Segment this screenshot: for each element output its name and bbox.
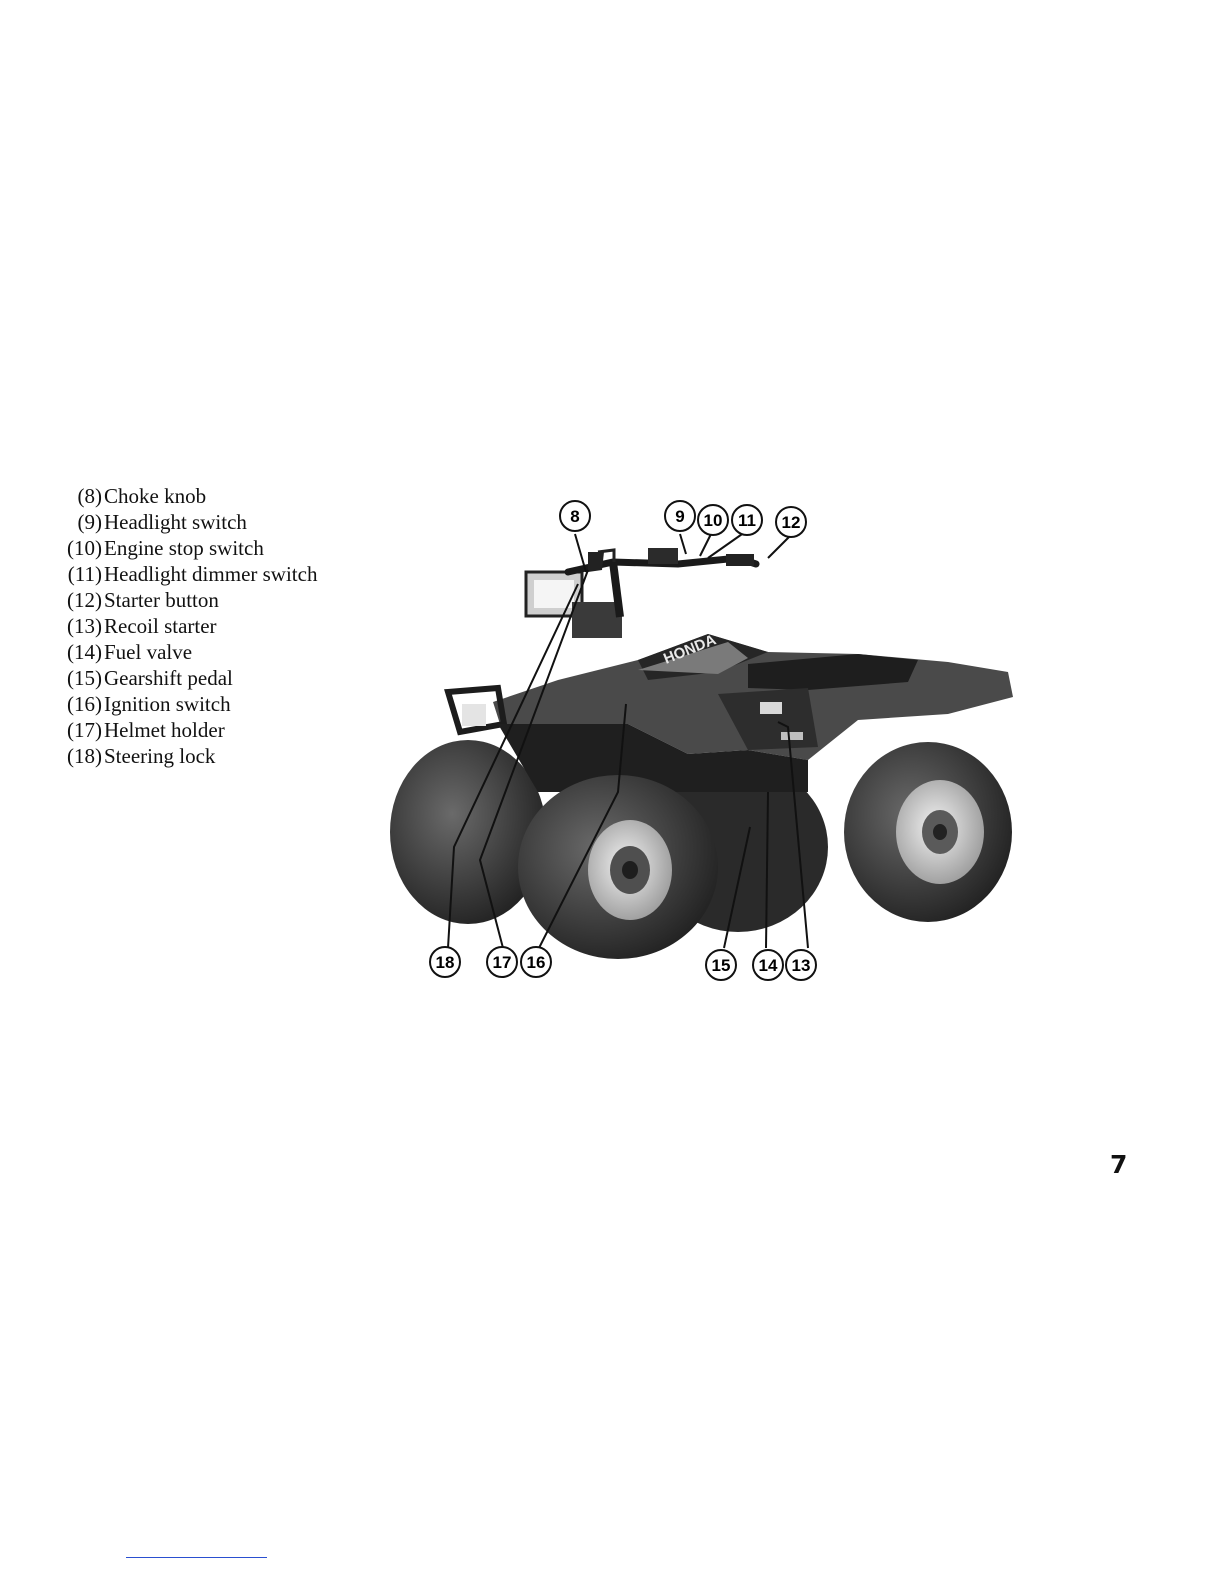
callout-number: 11 [738,511,756,530]
front-left-tire [390,740,546,924]
callout-number: 14 [759,956,778,975]
callout-8: 8 [560,501,590,531]
callout-number: 13 [792,956,811,975]
legend-number: (18) [67,743,102,769]
callout-number: 12 [782,513,801,532]
footer-rule [126,1557,267,1558]
rear-right-tire [844,742,1012,922]
legend-number: (9) [78,509,103,535]
callout-12: 12 [776,507,806,537]
callout-11: 11 [732,505,762,535]
legend-number: (12) [67,587,102,613]
legend-item-17: (17) Helmet holder [44,717,364,743]
legend-label: Headlight switch [104,509,247,535]
callout-number: 8 [570,507,579,526]
legend-item-13: (13) Recoil starter [44,613,364,639]
legend-item-10: (10) Engine stop switch [44,535,364,561]
callout-14: 14 [753,950,783,980]
callout-number: 9 [675,507,684,526]
legend-number: (14) [67,639,102,665]
legend-item-8: (8) Choke knob [44,483,364,509]
callout-16: 16 [521,947,551,977]
legend-item-9: (9) Headlight switch [44,509,364,535]
legend-number: (13) [67,613,102,639]
legend-label: Helmet holder [104,717,225,743]
parts-legend: (8) Choke knob (9) Headlight switch (10)… [44,483,364,769]
legend-label: Headlight dimmer switch [104,561,317,587]
legend-item-18: (18) Steering lock [44,743,364,769]
legend-item-12: (12) Starter button [44,587,364,613]
callout-18: 18 [430,947,460,977]
legend-label: Ignition switch [104,691,231,717]
callout-17: 17 [487,947,517,977]
callout-9: 9 [665,501,695,531]
legend-label: Fuel valve [104,639,192,665]
legend-number: (10) [67,535,102,561]
legend-label: Gearshift pedal [104,665,233,691]
legend-label: Recoil starter [104,613,217,639]
legend-label: Engine stop switch [104,535,264,561]
legend-label: Steering lock [104,743,215,769]
legend-label: Starter button [104,587,219,613]
legend-number: (15) [67,665,102,691]
callout-number: 15 [712,956,731,975]
legend-number: (8) [78,483,103,509]
legend-item-14: (14) Fuel valve [44,639,364,665]
atv-photo: HONDA [388,492,1024,992]
legend-item-15: (15) Gearshift pedal [44,665,364,691]
legend-number: (17) [67,717,102,743]
callout-13: 13 [786,950,816,980]
page-number: 7 [1110,1150,1150,1180]
legend-label: Choke knob [104,483,206,509]
atv-illustration: HONDA [388,492,1024,992]
callout-15: 15 [706,950,736,980]
legend-number: (16) [67,691,102,717]
callout-number: 17 [493,953,512,972]
legend-item-11: (11) Headlight dimmer switch [44,561,364,587]
callout-number: 18 [436,953,455,972]
callout-10: 10 [698,505,728,535]
legend-number: (11) [68,561,102,587]
callout-number: 10 [704,511,723,530]
legend-item-16: (16) Ignition switch [44,691,364,717]
callout-number: 16 [527,953,546,972]
